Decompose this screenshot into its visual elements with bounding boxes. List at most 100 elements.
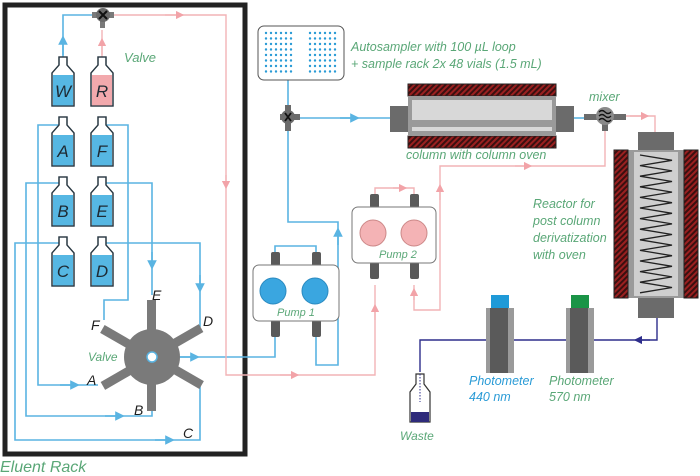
vial-dot <box>269 59 273 62</box>
vial-dot <box>264 37 268 40</box>
photometer-570[interactable] <box>566 295 594 373</box>
vial-dot <box>328 37 332 40</box>
bottle-c: C <box>51 236 75 287</box>
vial-dot <box>284 48 288 51</box>
vial-dot <box>328 59 332 62</box>
vial-dot <box>318 31 322 35</box>
vial-dot <box>289 53 293 57</box>
vial-dot <box>274 42 278 46</box>
reactor-label: Reactor for post column derivatization with… <box>532 197 607 262</box>
vial-dot <box>284 37 288 40</box>
reactor-label-line: post column <box>532 214 600 228</box>
vial-dot <box>313 59 317 62</box>
vial-dot <box>264 53 268 57</box>
vial-dot <box>289 42 293 46</box>
injection-valve[interactable] <box>280 105 300 131</box>
reactor-label-line: Reactor for <box>533 197 596 211</box>
selection-valve[interactable] <box>100 300 204 411</box>
selection-valve-label: Valve <box>88 350 118 364</box>
vial-dot <box>289 31 293 35</box>
column[interactable] <box>390 83 574 149</box>
vial-dot <box>274 37 278 40</box>
vial-dot <box>313 42 317 46</box>
reagent-lines <box>97 10 656 380</box>
pump-1-label: Pump 1 <box>277 307 315 319</box>
vial-dot <box>318 53 322 57</box>
vial-dot <box>313 37 317 40</box>
vial-dot <box>323 64 327 68</box>
vial-dot <box>308 70 312 73</box>
eluent-rack-label: Eluent Rack <box>0 459 87 476</box>
vial-dot <box>269 70 273 73</box>
vial-dot <box>308 37 312 40</box>
vial-dot <box>328 53 332 57</box>
vial-dot <box>264 48 268 51</box>
vial-dot <box>333 53 337 57</box>
mixer[interactable] <box>584 107 626 131</box>
waste-bottle <box>409 373 431 423</box>
eluent-rack-frame <box>2 2 248 457</box>
vial-dot <box>264 42 268 46</box>
vial-dot <box>323 53 327 57</box>
bottle-letter: B <box>57 202 68 221</box>
pump-2[interactable] <box>351 194 437 279</box>
photometer-570-wavelength: 570 nm <box>549 390 591 404</box>
vial-dot <box>318 59 322 62</box>
vial-dot <box>264 59 268 62</box>
vial-dot <box>274 59 278 62</box>
autosampler-label-2: + sample rack 2x 48 vials (1.5 mL) <box>351 57 542 71</box>
photometer-440[interactable] <box>486 295 514 373</box>
bottle-a: A <box>51 116 75 167</box>
vial-dot <box>308 42 312 46</box>
vial-dot <box>323 31 327 35</box>
reactor-coil-icon <box>639 154 673 294</box>
vial-dot <box>279 42 283 46</box>
vial-dot <box>284 64 288 68</box>
bottle-letter: C <box>57 262 70 281</box>
vial-dot <box>279 59 283 62</box>
vial-dot <box>308 59 312 62</box>
vial-dot <box>289 59 293 62</box>
vial-dot <box>313 53 317 57</box>
reactor-label-line: with oven <box>533 248 586 262</box>
vial-dot <box>274 64 278 68</box>
top-valve[interactable] <box>92 8 114 28</box>
vial-dot <box>308 31 312 35</box>
pump-1[interactable] <box>252 252 340 337</box>
vial-dot <box>279 64 283 68</box>
reactor-label-line: derivatization <box>533 231 607 245</box>
vial-dot <box>264 64 268 68</box>
vial-dot <box>284 42 288 46</box>
photometer-570-label: Photometer <box>549 374 614 388</box>
vial-dot <box>269 53 273 57</box>
port-E: E <box>152 287 162 303</box>
sample-vials <box>264 31 337 73</box>
bottle-letter: E <box>96 202 108 221</box>
column-label: column with column oven <box>406 148 546 162</box>
vial-dot <box>274 31 278 35</box>
bottle-letter: R <box>96 82 108 101</box>
vial-dot <box>313 64 317 68</box>
autosampler[interactable] <box>257 25 345 81</box>
vial-dot <box>328 31 332 35</box>
vial-dot <box>284 59 288 62</box>
vial-dot <box>279 31 283 35</box>
vial-dot <box>269 37 273 40</box>
vial-dot <box>333 42 337 46</box>
vial-dot <box>328 48 332 51</box>
valve-cross-icon <box>284 112 292 122</box>
vial-dot <box>289 64 293 68</box>
vial-dot <box>318 64 322 68</box>
vial-dot <box>333 70 337 73</box>
vial-dot <box>269 31 273 35</box>
photometer-440-label: Photometer <box>469 374 534 388</box>
photometer-440-wavelength: 440 nm <box>469 390 511 404</box>
vial-dot <box>318 48 322 51</box>
vial-dot <box>264 70 268 73</box>
autosampler-label-1: Autosampler with 100 µL loop <box>350 40 516 54</box>
vial-dot <box>323 37 327 40</box>
vial-dot <box>313 48 317 51</box>
vial-dot <box>269 42 273 46</box>
vial-dot <box>323 48 327 51</box>
reactor[interactable] <box>613 132 699 318</box>
